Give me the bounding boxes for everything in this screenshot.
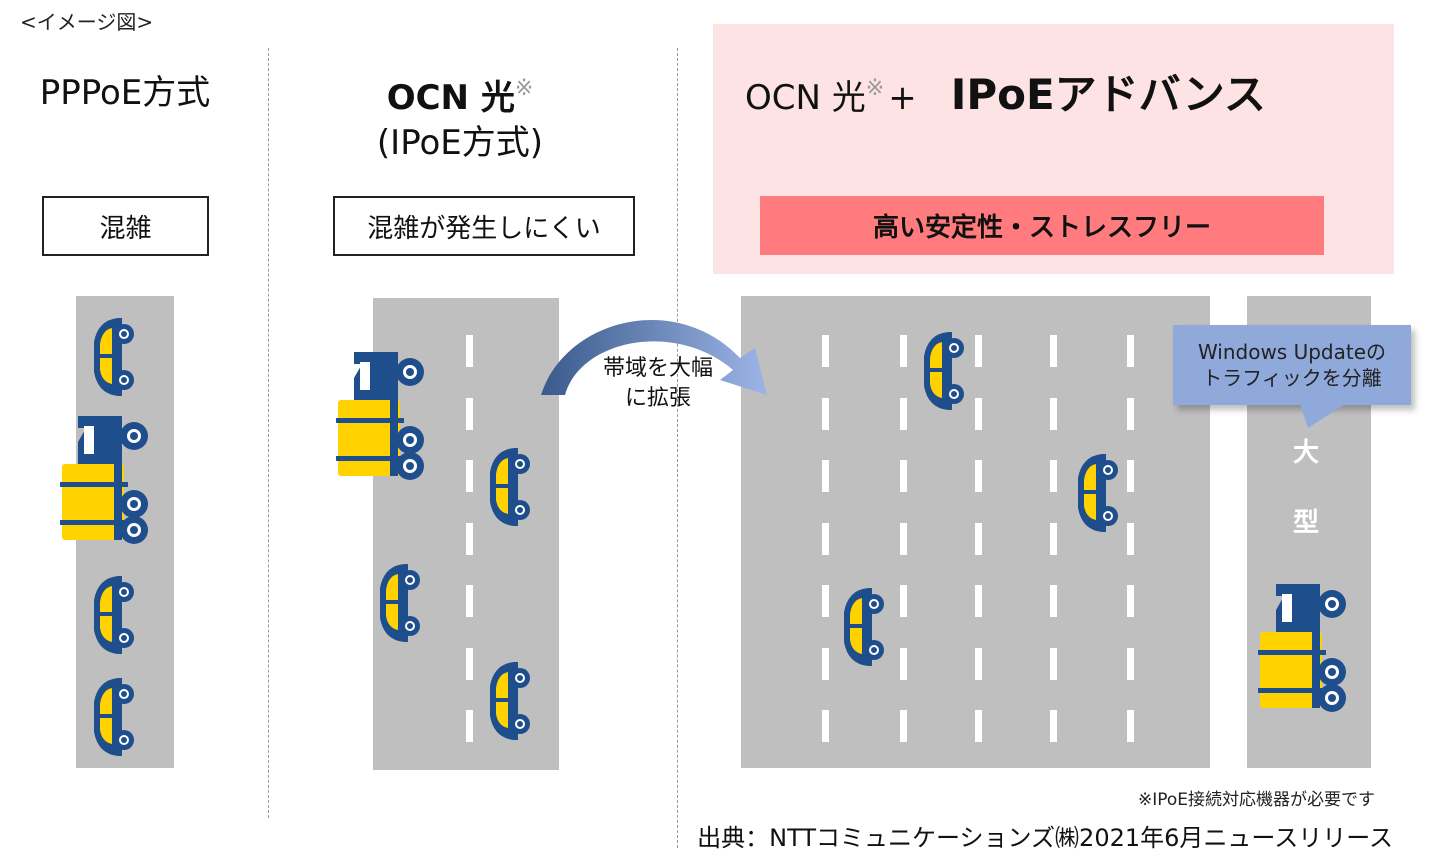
lane-dash — [975, 585, 982, 617]
ocn-subtitle: (IPoE方式) — [320, 120, 600, 166]
car-icon — [924, 332, 964, 410]
divider-right — [677, 48, 678, 848]
lane-dash — [1050, 522, 1057, 555]
pppoe-title: PPPoE方式 — [10, 70, 240, 116]
lane-dash — [822, 397, 829, 430]
lane-dash — [1050, 710, 1057, 742]
ocn-title: OCN 光※ — [320, 66, 600, 121]
lane-dash — [1050, 335, 1057, 367]
lane-dash — [1050, 460, 1057, 492]
ocn-status: 混雑が発生しにくい — [367, 213, 601, 244]
windows-update-callout: Windows Updateの トラフィックを分離 — [1173, 325, 1411, 405]
lane-dash — [1127, 335, 1134, 367]
lane-dash — [975, 397, 982, 430]
car-icon — [94, 678, 134, 756]
lane-dash — [975, 522, 982, 555]
lane-dash — [466, 460, 473, 492]
pppoe-title-text: PPPoE方式 — [39, 73, 211, 113]
advance-title: OCN 光※+ IPoEアドバンス — [745, 66, 1365, 121]
lane-dash — [1127, 397, 1134, 430]
lane-dash — [975, 335, 982, 367]
lane-dash — [975, 647, 982, 680]
car-icon — [380, 564, 420, 642]
lane-dash — [822, 460, 829, 492]
source-credit: 出典：NTTコミュニケーションズ㈱2021年6月ニュースリリース — [697, 824, 1393, 852]
truck-icon — [336, 352, 424, 480]
car-icon — [94, 576, 134, 654]
lane-dash — [1127, 585, 1134, 617]
callout-line2: トラフィックを分離 — [1202, 366, 1382, 390]
advance-status-bar: 高い安定性・ストレスフリー — [760, 196, 1324, 255]
lane-dash — [1127, 710, 1134, 742]
lane-dash — [822, 335, 829, 367]
lane-dash — [1127, 522, 1134, 555]
lane-dash — [466, 522, 473, 555]
lane-dash — [975, 710, 982, 742]
divider-left — [268, 48, 269, 818]
lane-dash — [466, 647, 473, 680]
large-lane-label-1: 大 — [1293, 438, 1320, 468]
lane-dash — [900, 522, 907, 555]
ocn-status-box: 混雑が発生しにくい — [333, 196, 635, 256]
advance-title-prefix: OCN 光 — [745, 78, 866, 118]
car-icon — [1078, 454, 1118, 532]
image-caption: <イメージ図> — [20, 10, 154, 34]
truck-icon — [1258, 584, 1346, 712]
ocn-subtitle-text: (IPoE方式) — [376, 123, 544, 163]
lane-dash — [1050, 585, 1057, 617]
lane-dash — [900, 335, 907, 367]
lane-dash — [1050, 647, 1057, 680]
advance-title-mark: ※ — [865, 76, 885, 101]
lane-dash — [900, 710, 907, 742]
advance-status: 高い安定性・ストレスフリー — [872, 213, 1211, 243]
lane-dash — [975, 460, 982, 492]
callout-line1: Windows Updateの — [1197, 340, 1387, 364]
pppoe-status: 混雑 — [99, 213, 152, 244]
lane-dash — [1127, 647, 1134, 680]
footnote: ※IPoE接続対応機器が必要です — [1137, 790, 1375, 810]
callout-tail — [1300, 404, 1345, 428]
lane-dash — [822, 585, 829, 617]
car-icon — [490, 662, 530, 740]
lane-dash — [822, 647, 829, 680]
lane-dash — [822, 710, 829, 742]
lane-dash — [1127, 460, 1134, 492]
lane-dash — [466, 585, 473, 617]
car-icon — [490, 448, 530, 526]
pppoe-status-box: 混雑 — [42, 196, 209, 256]
lane-dash — [900, 460, 907, 492]
large-lane-label-2: 型 — [1293, 508, 1320, 538]
lane-dash — [900, 397, 907, 430]
lane-dash — [1050, 397, 1057, 430]
ocn-title-mark: ※ — [514, 76, 534, 101]
ocn-title-bold: OCN 光 — [386, 78, 515, 118]
lane-dash — [466, 335, 473, 367]
lane-dash — [900, 647, 907, 680]
car-icon — [94, 318, 134, 396]
bandwidth-label-line1: 帯域を大幅 — [602, 356, 713, 381]
lane-dash — [900, 585, 907, 617]
car-icon — [844, 588, 884, 666]
curved-arrow-icon — [541, 320, 767, 395]
advance-title-plus: + — [888, 78, 917, 118]
lane-dash — [466, 710, 473, 742]
advance-title-bold: IPoEアドバンス — [950, 70, 1266, 119]
bandwidth-label: 帯域を大幅 に拡張 — [588, 354, 728, 414]
lane-dash — [822, 522, 829, 555]
bandwidth-label-line2: に拡張 — [624, 386, 691, 411]
lane-dash — [466, 397, 473, 430]
truck-icon — [60, 416, 148, 544]
